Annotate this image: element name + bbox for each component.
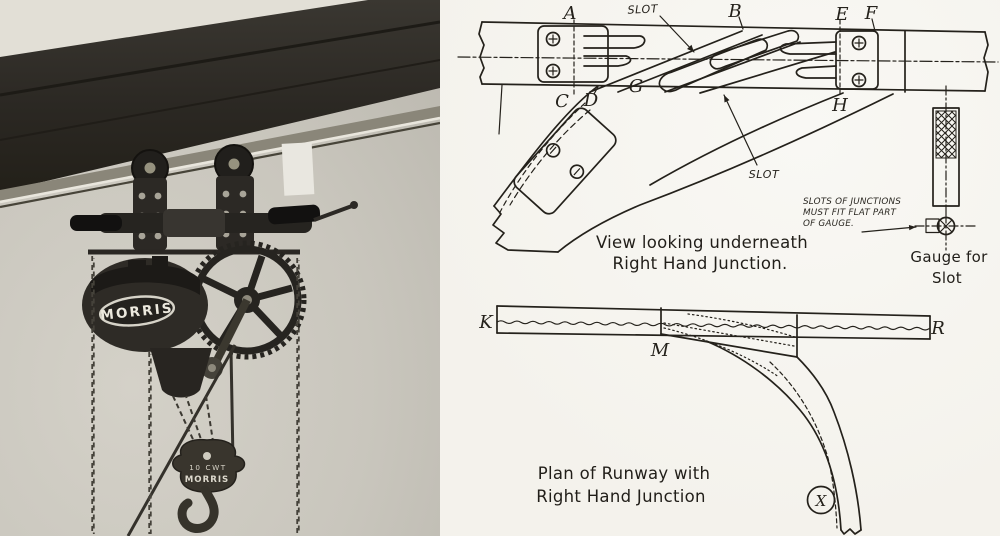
slot-arrow-bottom [723, 94, 758, 166]
fishplate-left [537, 25, 609, 83]
underneath-view-diagram: A B C D E F G H SLOT SLOT View looking u… [457, 1, 999, 287]
guide-rod [229, 349, 235, 463]
hand-chain-right [296, 258, 300, 534]
label-K: K [478, 312, 494, 333]
plan-junction [660, 307, 862, 535]
label-E: E [834, 4, 848, 25]
trolley-assembly [70, 144, 358, 255]
x-marker-circle [806, 485, 836, 515]
branch-break [492, 205, 559, 253]
gauge-caption-line1: Gauge for [910, 248, 988, 266]
shaft-handle-left [70, 215, 122, 231]
top-caption-line1: View looking underneath [596, 233, 808, 252]
label-B: B [727, 1, 741, 22]
hand-chain-left [91, 256, 95, 534]
label-G: G [629, 76, 643, 97]
runway-slot-wave [496, 320, 930, 331]
wheel-hub-right [228, 158, 240, 170]
slot-label-bottom: SLOT [749, 168, 780, 181]
side-rod-end [350, 201, 358, 209]
hook-capacity-text: 10 CWT [189, 463, 227, 472]
shaft-drum [163, 209, 225, 237]
letter-leaders [573, 16, 876, 98]
shaft-handle-right [267, 204, 321, 225]
slot-gauge [914, 85, 978, 251]
plan-hidden-lines [663, 313, 796, 378]
junction-diagram-art: A B C D E F G H SLOT SLOT View looking u… [457, 1, 999, 535]
hoist-photograph: MORRIS [0, 0, 440, 536]
hoist-bell [150, 348, 212, 398]
side-rod [313, 204, 353, 222]
branch-inner-edge [796, 356, 862, 531]
bottom-caption-line2: Right Hand Junction [536, 487, 706, 506]
hoist-body: MORRIS [82, 256, 212, 398]
branch-end-break [840, 528, 862, 535]
gauge-note-line3: OF GAUGE. [803, 219, 854, 229]
hoist-brand-text: MORRIS [100, 300, 175, 324]
gauge-note-arrow [861, 225, 917, 233]
diagonal-rod [126, 344, 237, 536]
label-R: R [930, 318, 945, 339]
branch-fishplate [513, 107, 617, 215]
branch-hatch [497, 102, 586, 217]
fishplate-right [835, 30, 906, 93]
slot-arrow-top [659, 15, 695, 53]
junction-diagrams: A B C D E F G H SLOT SLOT View looking u… [440, 0, 1000, 536]
label-F: F [864, 3, 879, 24]
hand-chain-middle [148, 352, 152, 534]
slot-label-top: SLOT [627, 2, 659, 17]
bottom-caption-line1: Plan of Runway with [538, 464, 710, 483]
hook-brand-text: MORRIS [185, 475, 229, 485]
label-H: H [831, 95, 848, 116]
branch-outer-edge [705, 340, 842, 531]
label-X: X [815, 492, 828, 510]
crank-arm [210, 298, 251, 368]
beam-centerline [457, 56, 999, 63]
gauge-caption-line2: Slot [932, 269, 962, 287]
label-C: C [555, 91, 569, 112]
label-M: M [650, 340, 670, 361]
hoist-photo-art: MORRIS [0, 0, 440, 536]
branch-slot-wave [769, 361, 838, 529]
label-D: D [583, 90, 599, 111]
plan-view-diagram: K M R X Plan of Runway with Right Hand J… [478, 305, 945, 535]
hook [177, 485, 219, 533]
light-wall-patch [281, 142, 315, 196]
gauge-note-line1: SLOTS OF JUNCTIONS [803, 197, 901, 207]
beam-break-right [983, 31, 989, 92]
junction-tongues [583, 29, 837, 94]
gauge-note-line2: MUST FIT FLAT PART [803, 208, 897, 218]
morris-nameplate: MORRIS [98, 295, 176, 327]
label-A: A [562, 3, 577, 24]
top-caption-line2: Right Hand Junction. [612, 254, 787, 273]
hook-block: 10 CWT MORRIS [172, 438, 246, 533]
runway-bar [496, 305, 931, 340]
wheel-hub-left [144, 162, 156, 174]
beam-break-left [478, 21, 485, 85]
